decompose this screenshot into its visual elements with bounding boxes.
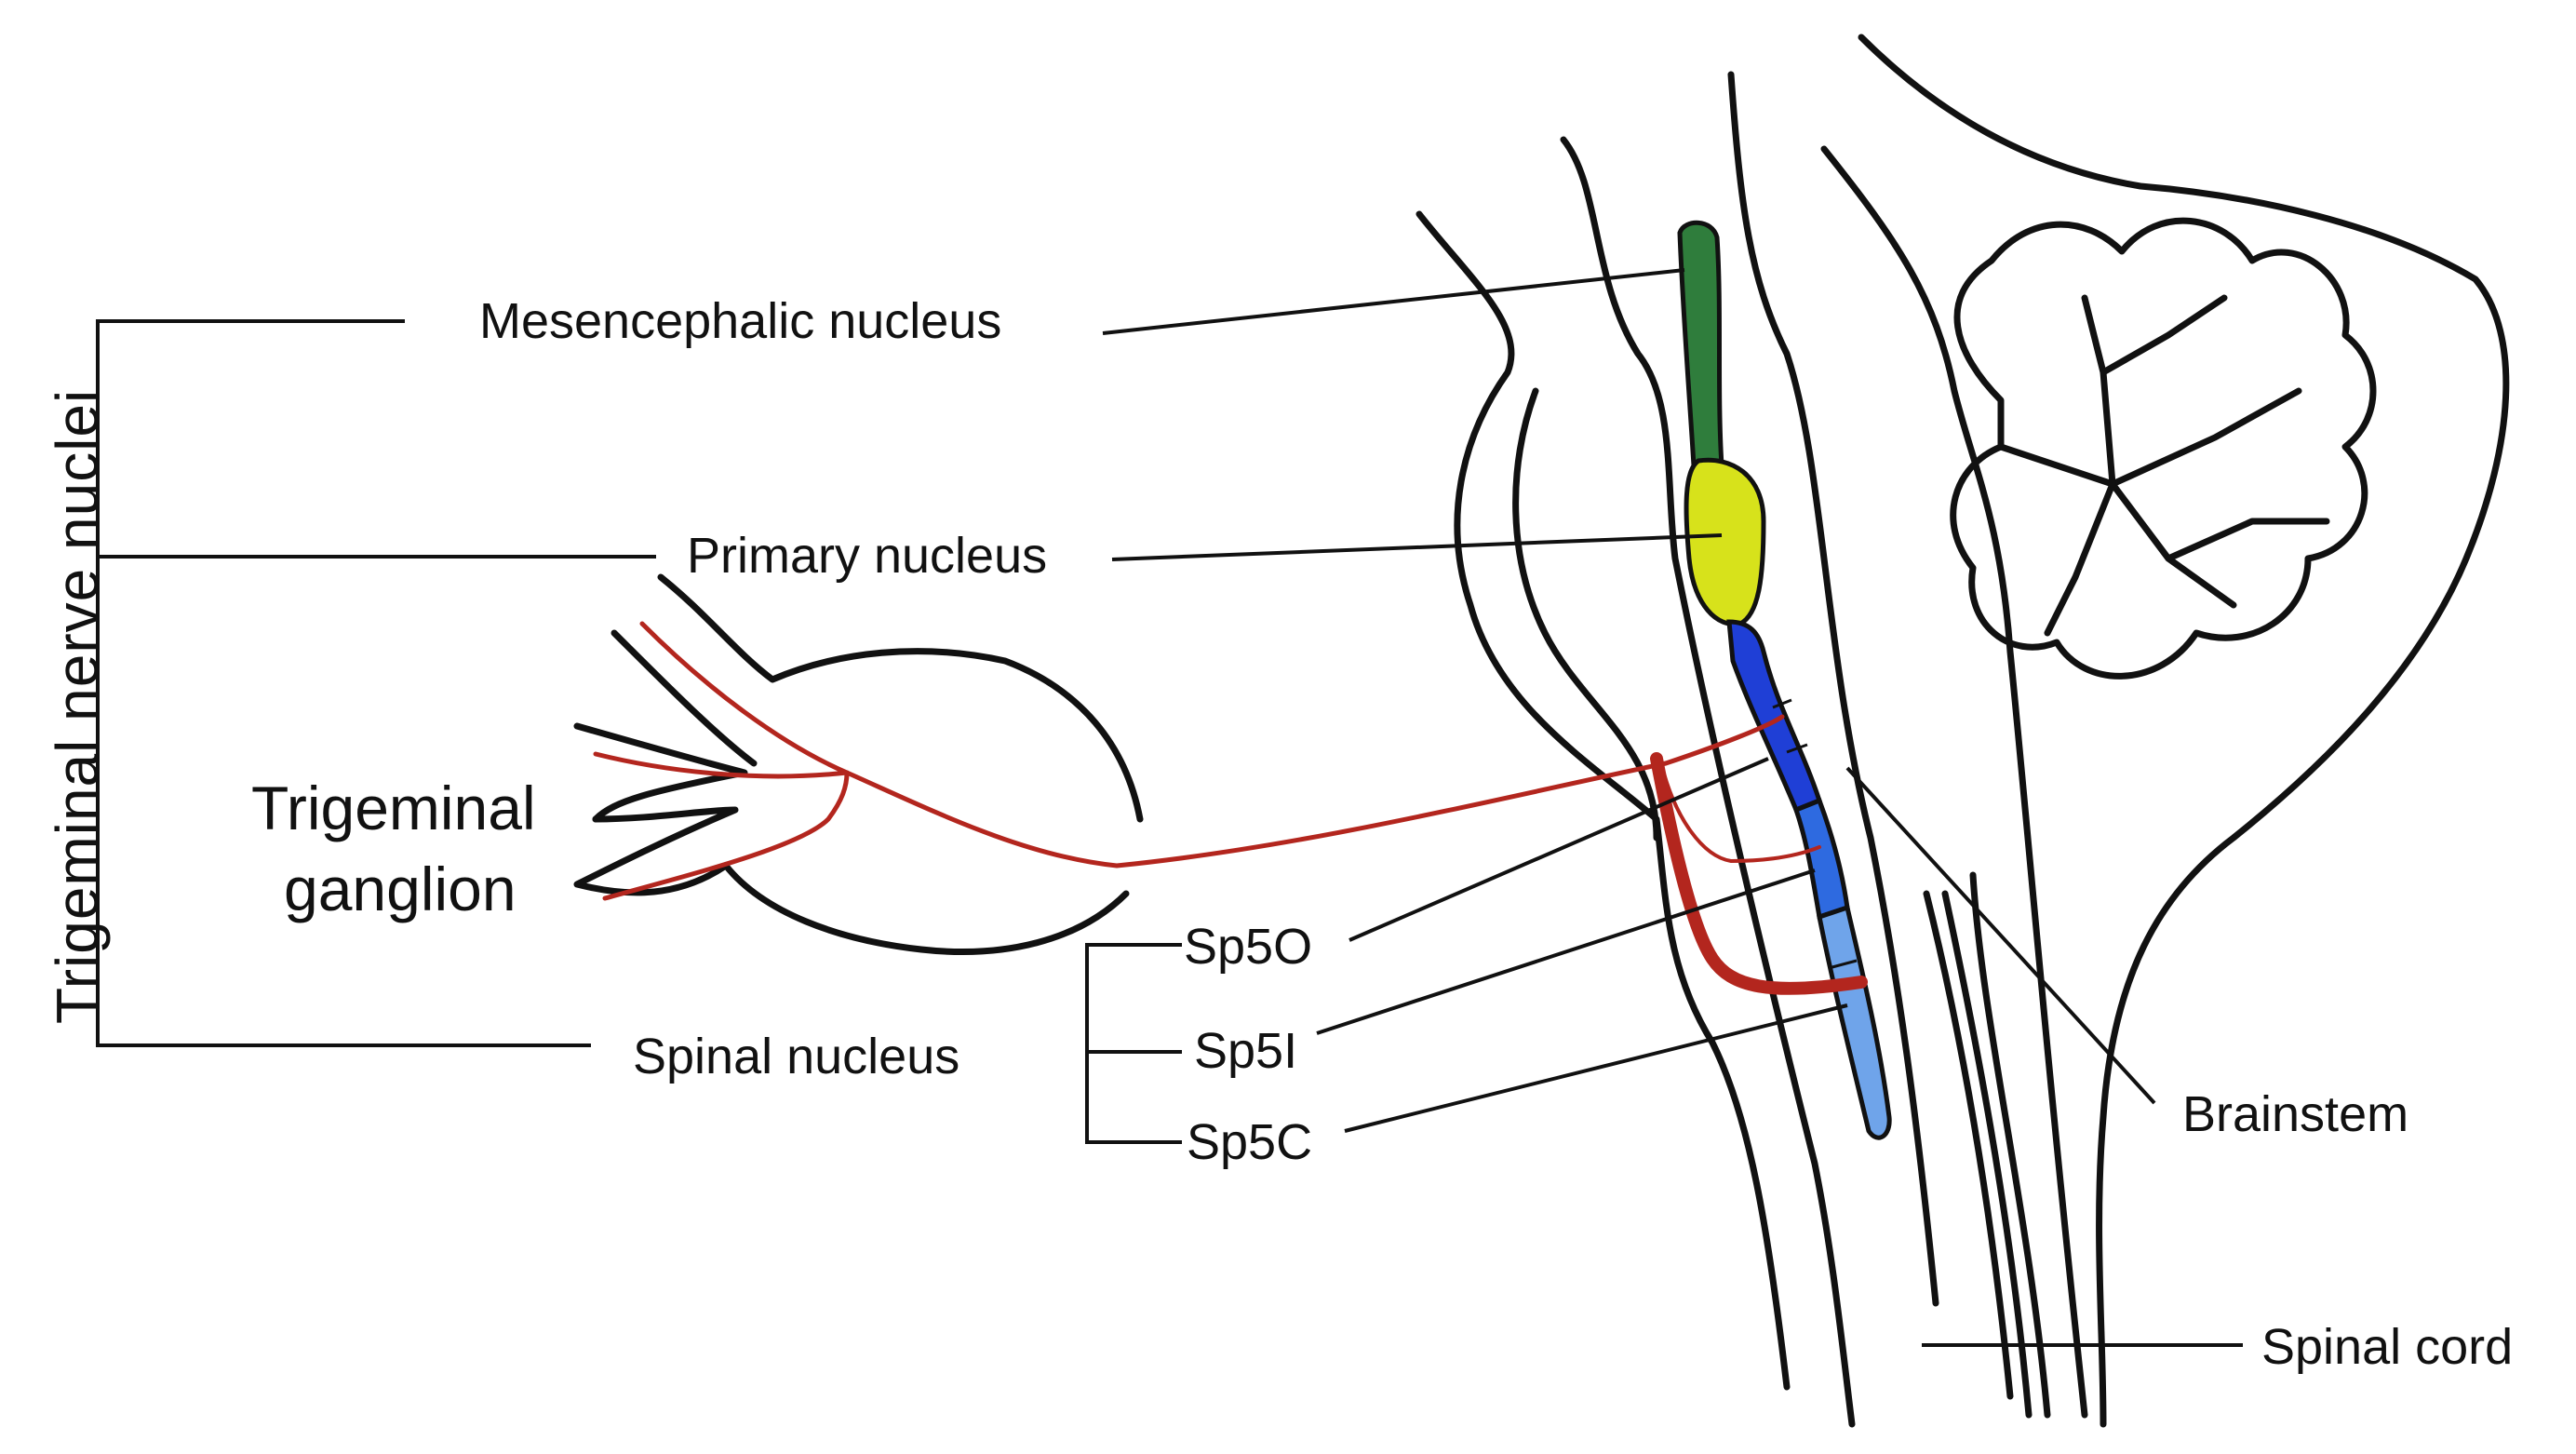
mesencephalic-nucleus-shape (1677, 220, 1724, 472)
label-spinal-nucleus: Spinal nucleus (633, 1029, 960, 1084)
label-primary-nucleus: Primary nucleus (687, 528, 1048, 584)
brainstem-outline-mid (1560, 136, 1856, 1428)
ganglion-branch-lower (573, 806, 739, 896)
brainstem-outline-top (1727, 71, 1939, 1307)
label-spinal-cord: Spinal cord (2261, 1319, 2514, 1375)
label-sp5c: Sp5C (1187, 1114, 1313, 1170)
nuclei-column (1677, 220, 1892, 1140)
nerve-branch-mid (1659, 761, 1821, 864)
cerebellum-branch-2 (2109, 480, 2237, 609)
spinal-cord-line-2 (1941, 890, 2033, 1419)
sp5c-leader (1344, 1003, 1848, 1133)
cerebellum-branch-1 (1997, 387, 2302, 488)
cerebellum-folia (1950, 217, 2377, 680)
sp5c-shape (1817, 904, 1892, 1140)
brainstem-outline-left (1415, 210, 1791, 1391)
label-sp5i: Sp5I (1194, 1023, 1298, 1079)
label-trigeminal-ganglion-line1: Trigeminal (251, 774, 536, 842)
group-bracket (96, 319, 591, 1047)
label-mesencephalic-nucleus: Mesencephalic nucleus (479, 293, 1002, 349)
mesencephalic-leader (1102, 268, 1685, 335)
brainstem-outline-right (1820, 145, 2088, 1419)
ganglion-upper-outline (657, 573, 1144, 823)
ganglion-lower-outline (722, 862, 1130, 955)
sp5i-shape (1792, 797, 1850, 921)
nerve-fibers (593, 621, 1868, 995)
brainstem-leader (1845, 766, 2156, 1105)
ganglion-branch-upper (610, 629, 758, 767)
spinal-cord-line-3 (1969, 871, 2051, 1419)
cerebellum-branch-4 (2081, 294, 2116, 488)
sp5-bracket (1085, 943, 1182, 1144)
cerebellum-outline (1858, 34, 2510, 1428)
nerve-fiber-lower (602, 770, 850, 901)
label-brainstem: Brainstem (2182, 1086, 2409, 1142)
nucleus-dividers (1772, 698, 1858, 970)
nerve-root (844, 714, 1785, 868)
group-title-trigeminal-nerve-nuclei: Trigeminal nerve nuclei (44, 388, 111, 1024)
anatomy-outlines (573, 34, 2510, 1428)
nerve-fiber-mid (593, 751, 850, 779)
cerebellum-branch-6 (2100, 294, 2228, 376)
sp5i-leader (1316, 868, 1816, 1035)
cerebellum-branch-5 (2165, 518, 2330, 562)
primary-leader (1111, 533, 1723, 561)
descending-tract (1650, 752, 1868, 995)
label-sp5o: Sp5O (1184, 919, 1313, 975)
ganglion-branch-mid (573, 722, 748, 823)
nerve-fiber-upper (639, 621, 850, 775)
spinal-cord-line-1 (1923, 890, 2014, 1400)
sp5o-leader (1348, 757, 1769, 942)
leader-lines (96, 268, 2243, 1347)
primary-nucleus-shape (1684, 457, 1766, 627)
label-trigeminal-ganglion-line2: ganglion (284, 855, 517, 923)
sp5o-shape (1726, 619, 1823, 814)
cerebellum-branch-3 (2044, 480, 2116, 637)
brainstem-outline-inner-left (1512, 387, 1660, 841)
